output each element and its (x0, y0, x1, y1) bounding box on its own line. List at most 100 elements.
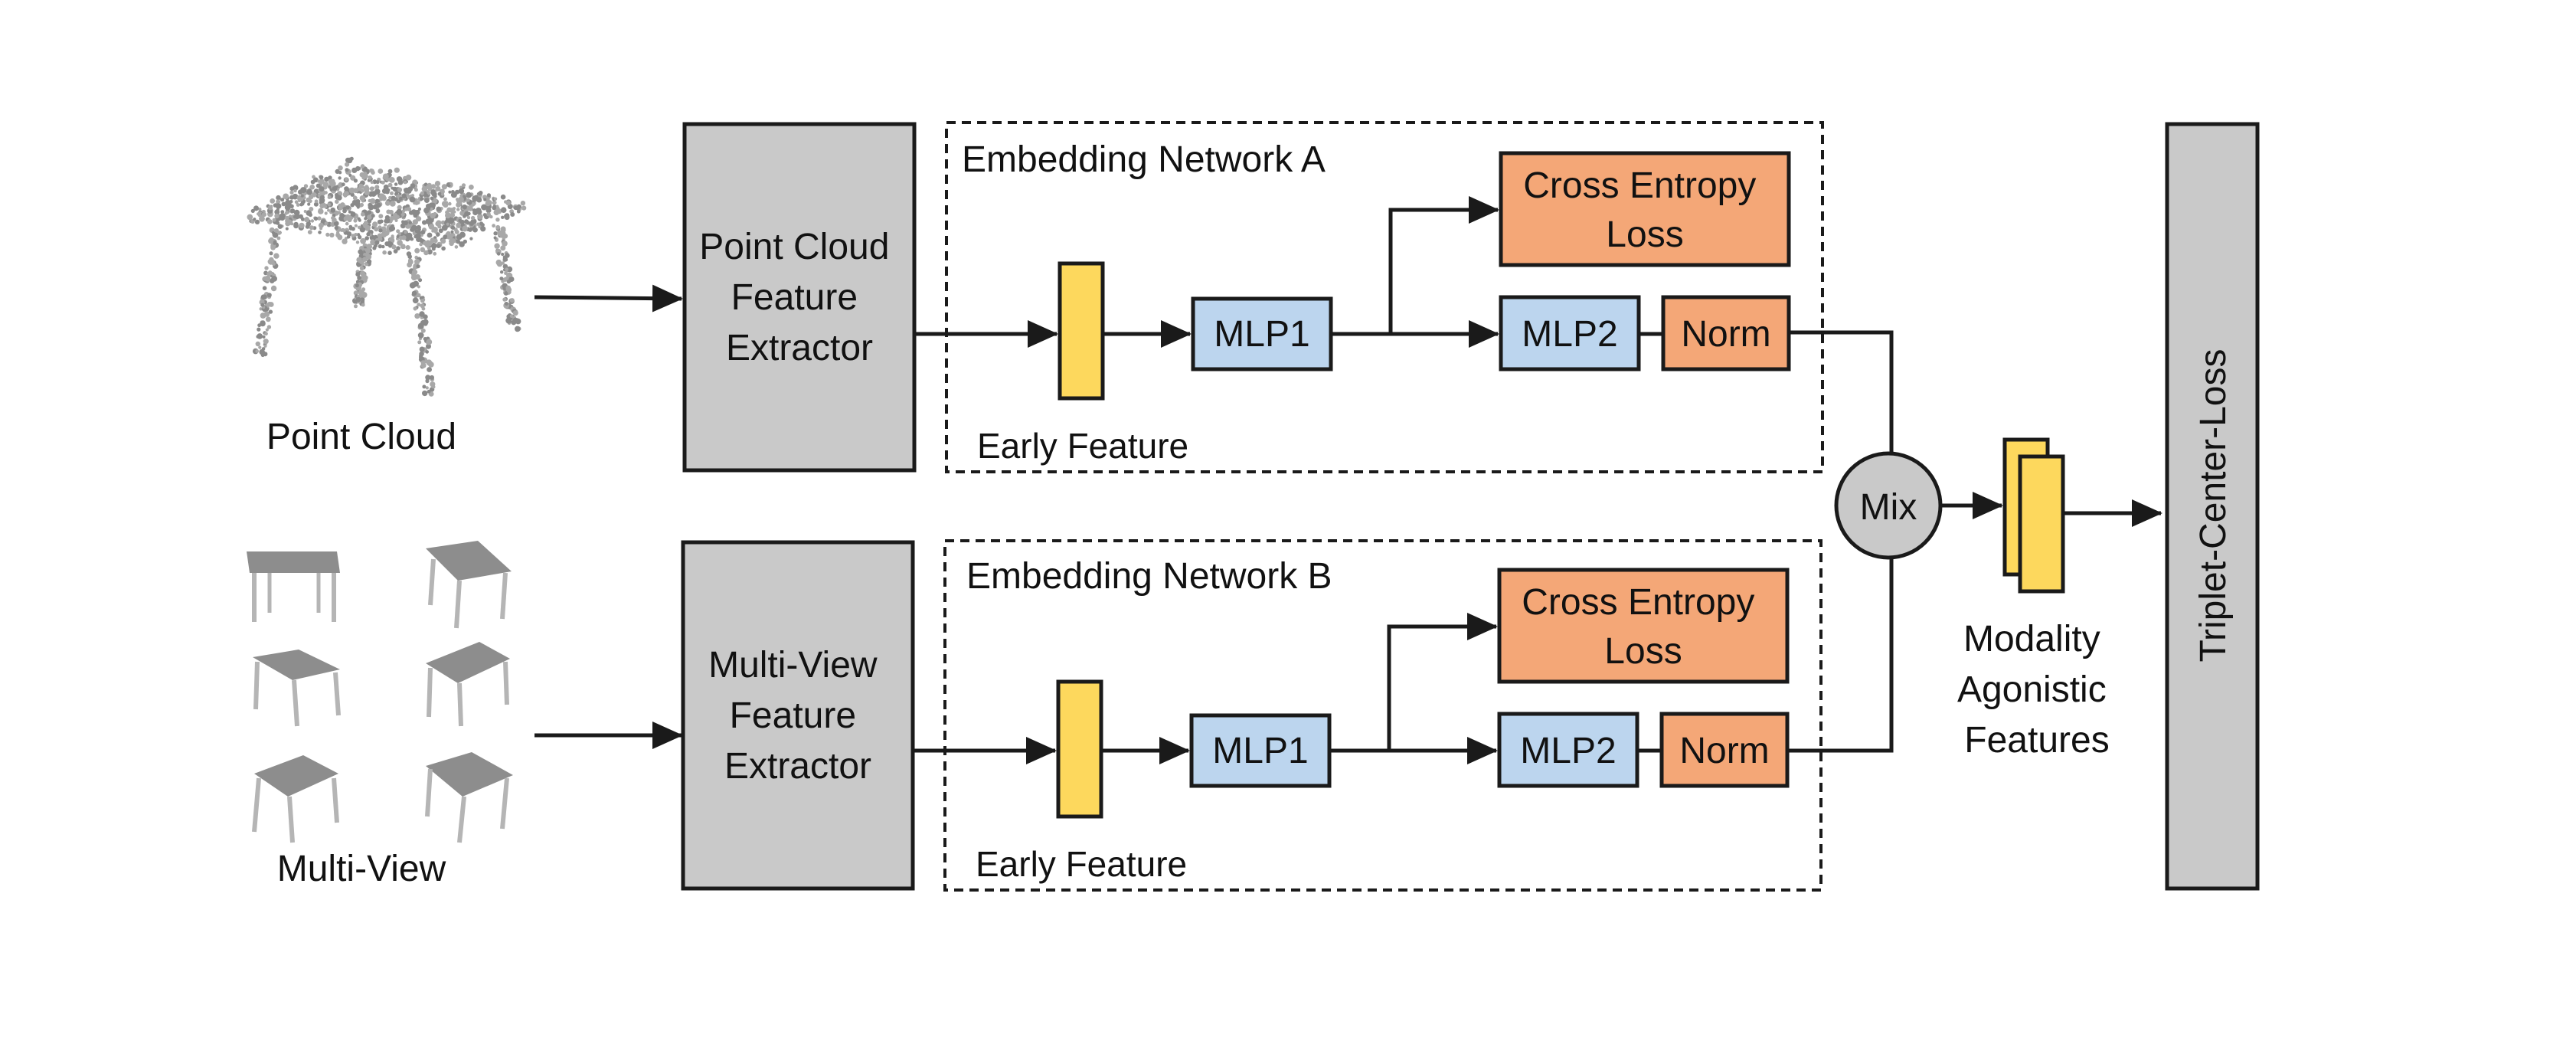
point-dot (504, 302, 508, 306)
point-dot (481, 223, 485, 227)
point-dot (509, 298, 515, 303)
point-dot (389, 215, 395, 221)
point-dot (469, 185, 474, 190)
point-dot (354, 304, 358, 309)
point-dot (270, 285, 277, 292)
point-dot (391, 244, 397, 250)
point-dot (364, 224, 371, 231)
point-dot (495, 205, 499, 208)
point-dot (430, 243, 437, 249)
point-dot (506, 266, 513, 273)
point-dot (504, 200, 508, 204)
point-dot (417, 340, 422, 345)
point-dot (308, 212, 312, 218)
point-dot (458, 196, 464, 203)
point-dot (270, 271, 273, 276)
point-dot (510, 212, 515, 217)
point-dot (269, 251, 273, 256)
point-dot (383, 184, 389, 190)
connector (1787, 558, 1894, 753)
view-thumbnail (425, 752, 513, 843)
point-dot (264, 266, 269, 270)
point-dot (353, 290, 359, 296)
point-dot (427, 367, 432, 372)
point-dot (377, 219, 382, 224)
point-cloud-image (247, 156, 527, 397)
point-dot (512, 310, 518, 316)
point-dot (368, 175, 372, 180)
point-dot (331, 216, 335, 220)
mlp1-label: MLP1 (1214, 314, 1309, 355)
point-dot (446, 182, 452, 188)
point-dot (355, 296, 361, 303)
point-cloud-extractor-label: Point Cloud Feature Extractor (699, 227, 900, 368)
point-dot (441, 192, 444, 196)
point-dot (506, 280, 511, 284)
point-dot (403, 180, 407, 185)
point-dot (381, 180, 385, 185)
point-dot (325, 232, 330, 237)
point-dot (404, 208, 408, 211)
point-dot (416, 224, 421, 231)
point-dot (417, 207, 422, 211)
point-dot (388, 195, 392, 200)
point-dot (426, 339, 433, 345)
point-dot (300, 187, 307, 194)
point-dot (378, 228, 383, 233)
point-dot (250, 208, 255, 213)
point-dot (433, 238, 438, 244)
point-dot (361, 292, 368, 298)
point-dot (426, 359, 433, 366)
network-b-title: Embedding Network B (966, 556, 1332, 597)
point-dot (346, 235, 351, 239)
point-dot (281, 201, 286, 207)
point-dot (449, 182, 453, 186)
point-dot (306, 188, 313, 195)
point-dot (502, 297, 507, 302)
point-dot (337, 234, 343, 241)
point-dot (378, 237, 383, 241)
point-dot (317, 179, 321, 183)
point-dot (409, 210, 414, 215)
point-dot (305, 224, 310, 229)
point-dot (470, 215, 476, 221)
point-dot (280, 198, 285, 202)
point-dot (299, 214, 303, 219)
cross-entropy-loss-box (1497, 568, 1790, 684)
network-b-boundary (943, 539, 1822, 892)
point-dot (466, 221, 470, 225)
point-dot (449, 212, 456, 218)
point-dot (422, 220, 427, 225)
point-dot (493, 209, 500, 216)
point-dot (355, 283, 359, 288)
point-dot (268, 302, 274, 307)
multi-view-label: Multi-View (277, 849, 446, 889)
point-dot (417, 285, 421, 289)
point-dot (427, 232, 433, 238)
point-dot (390, 191, 394, 195)
point-dot (505, 253, 510, 258)
point-dot (303, 210, 307, 213)
point-dot (370, 180, 374, 185)
point-dot (501, 252, 505, 257)
point-dot (476, 197, 482, 203)
point-dot (396, 229, 400, 234)
point-dot (253, 218, 257, 221)
point-dot (280, 210, 285, 214)
point-dot (454, 245, 459, 249)
point-dot (345, 168, 349, 172)
point-dot (409, 196, 416, 203)
point-dot (270, 198, 276, 204)
point-dot (330, 207, 336, 213)
point-dot (492, 205, 497, 211)
triplet-center-loss-box (2165, 122, 2260, 891)
point-dot (450, 225, 456, 230)
point-dot (419, 242, 423, 247)
point-dot (445, 212, 451, 219)
point-dot (394, 167, 400, 173)
point-dot (435, 185, 441, 191)
point-dot (403, 220, 408, 226)
point-dot (440, 238, 446, 244)
point-dot (371, 191, 377, 197)
point-dot (398, 235, 404, 241)
